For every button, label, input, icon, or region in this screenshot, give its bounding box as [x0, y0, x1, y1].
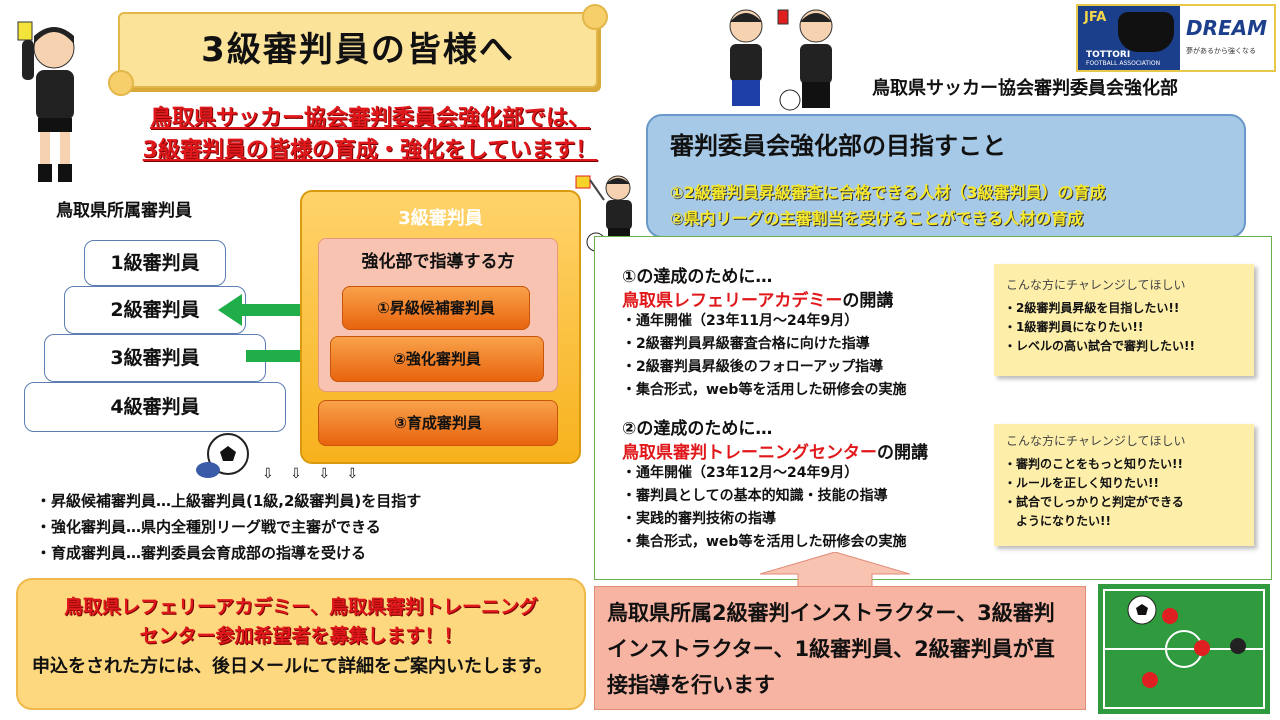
jfa-text: JFA [1084, 10, 1107, 25]
note-item: ・ルールを正しく知りたい!! [1004, 476, 1159, 490]
subtitle-line-1: 鳥取県サッカー協会審判委員会強化部では、 [149, 106, 590, 131]
note-item: ・2級審判員昇級を目指したい!! [1004, 301, 1180, 315]
section1-program-line: 鳥取県レフェリーアカデミーの開講 [622, 286, 893, 311]
slogan-text: 夢があるから強くなる [1186, 47, 1256, 55]
section1-sticky-note: こんな方にチャレンジしてほしい ・2級審判員昇級を目指したい!! ・1級審判員に… [994, 264, 1254, 376]
training-target-title: 強化部で指導する方 [361, 252, 515, 272]
dream-text: DREAM [1186, 16, 1268, 40]
note-item: ようになりたい!! [1004, 514, 1111, 528]
soccer-field-illustration [1098, 584, 1270, 714]
bullet-item: ・2級審判員昇級後のフォローアップ指導 [622, 359, 884, 375]
note-item: ・レベルの高い試合で審判したい!! [1004, 339, 1195, 353]
program-name: 鳥取県審判トレーニングセンター [622, 443, 877, 463]
instructors-text: 鳥取県所属2級審判インストラクター、3級審判インストラクター、1級審判員、2級審… [607, 601, 1055, 697]
note-title: こんな方にチャレンジしてほしい [1006, 434, 1186, 448]
goal-item: ①2級審判員昇級審査に合格できる人材（3級審判員）の育成 [670, 183, 1106, 202]
program-suffix: の開講 [877, 443, 928, 463]
section1-heading: ①の達成のために… [622, 267, 773, 287]
note-item: ・1級審判員になりたい!! [1004, 320, 1144, 334]
referees-card-illustration [729, 9, 833, 111]
referee-whistle-illustration [17, 21, 75, 182]
scroll-curl [582, 4, 608, 30]
category-strengthening: ②強化審判員 [330, 336, 544, 382]
description-item: ・育成審判員…審判委員会育成部の指導を受ける [36, 544, 367, 562]
grade3-title: 3級審判員 [398, 208, 483, 229]
bullet-item: ・審判員としての基本的知識・技能の指導 [622, 488, 888, 504]
description-item: ・強化審判員…県内全種別リーグ戦で主審ができる [36, 518, 381, 536]
tottori-text: TOTTORI [1086, 50, 1131, 60]
note-item: ・試合でしっかりと判定ができる [1004, 495, 1184, 509]
section2-bullets: ・通年開催（23年12月～24年9月） ・審判員としての基本的知識・技能の指導 … [622, 462, 906, 554]
level-3-box: 3級審判員 [44, 334, 266, 382]
crow-emblem [1118, 12, 1174, 52]
section2-sticky-note: こんな方にチャレンジしてほしい ・審判のことをもっと知りたい!! ・ルールを正し… [994, 424, 1254, 546]
level-4-box: 4級審判員 [24, 382, 286, 432]
recruitment-line-1: 鳥取県レフェリーアカデミー、鳥取県審判トレーニング [63, 596, 539, 618]
jfa-tottori-logo: JFA TOTTORI FOOTBALL ASSOCIATION DREAM 夢… [1076, 4, 1276, 72]
association-text: FOOTBALL ASSOCIATION [1086, 60, 1161, 67]
bullet-item: ・2級審判員昇級審査合格に向けた指導 [622, 336, 870, 352]
goal-box: 審判委員会強化部の目指すこと ①2級審判員昇級審査に合格できる人材（3級審判員）… [646, 114, 1246, 238]
up-arrow-icon [760, 552, 910, 592]
section1-bullets: ・通年開催（23年11月～24年9月） ・2級審判員昇級審査合格に向けた指導 ・… [622, 310, 906, 402]
left-section-label: 鳥取県所属審判員 [56, 201, 192, 221]
bullet-item: ・通年開催（23年12月～24年9月） [622, 465, 859, 481]
level-1-box: 1級審判員 [84, 240, 226, 286]
program-name: 鳥取県レフェリーアカデミー [622, 291, 843, 311]
page-title: 3級審判員の皆様へ [201, 30, 515, 70]
bullet-item: ・通年開催（23年11月～24年9月） [622, 313, 859, 329]
org-name: 鳥取県サッカー協会審判委員会強化部 [872, 78, 1178, 99]
subtitle-line-2: 3級審判員の皆様の育成・強化をしています！ [142, 138, 598, 163]
arrow-left-icon [218, 294, 338, 326]
bullet-item: ・集合形式，web等を活用した研修会の実施 [622, 382, 907, 398]
goal-title: 審判委員会強化部の目指すこと [670, 132, 1006, 160]
note-title: こんな方にチャレンジしてほしい [1006, 278, 1186, 292]
recruitment-body: 申込をされた方には、後日メールにて詳細をご案内いたします。 [32, 656, 553, 677]
dream-panel: DREAM 夢があるから強くなる [1180, 6, 1274, 70]
category-development: ③育成審判員 [318, 400, 558, 446]
program-suffix: の開講 [842, 291, 894, 311]
section2-program-line: 鳥取県審判トレーニングセンターの開講 [622, 438, 928, 463]
bullet-item: ・実践的審判技術の指導 [622, 511, 776, 527]
goal-item: ②県内リーグの主審割当を受けることができる人材の育成 [670, 209, 1084, 228]
section2-heading: ②の達成のために… [622, 419, 773, 439]
recruitment-line-2: センター参加希望者を募集します！！ [139, 625, 463, 647]
instructors-box: 鳥取県所属2級審判インストラクター、3級審判インストラクター、1級審判員、2級審… [594, 586, 1086, 710]
down-arrows: ⇩ ⇩ ⇩ ⇩ [262, 466, 365, 482]
soccer-ball-icon [196, 433, 249, 478]
description-item: ・昇級候補審判員…上級審判員(1級,2級審判員)を目指す [36, 492, 422, 510]
bullet-item: ・集合形式，web等を活用した研修会の実施 [622, 534, 907, 550]
recruitment-box: 鳥取県レフェリーアカデミー、鳥取県審判トレーニング センター参加希望者を募集しま… [16, 578, 586, 710]
note-item: ・審判のことをもっと知りたい!! [1004, 457, 1183, 471]
title-banner: 3級審判員の皆様へ [118, 12, 598, 88]
category-promotion-candidate: ①昇級候補審判員 [342, 286, 530, 330]
scroll-curl [108, 70, 134, 96]
